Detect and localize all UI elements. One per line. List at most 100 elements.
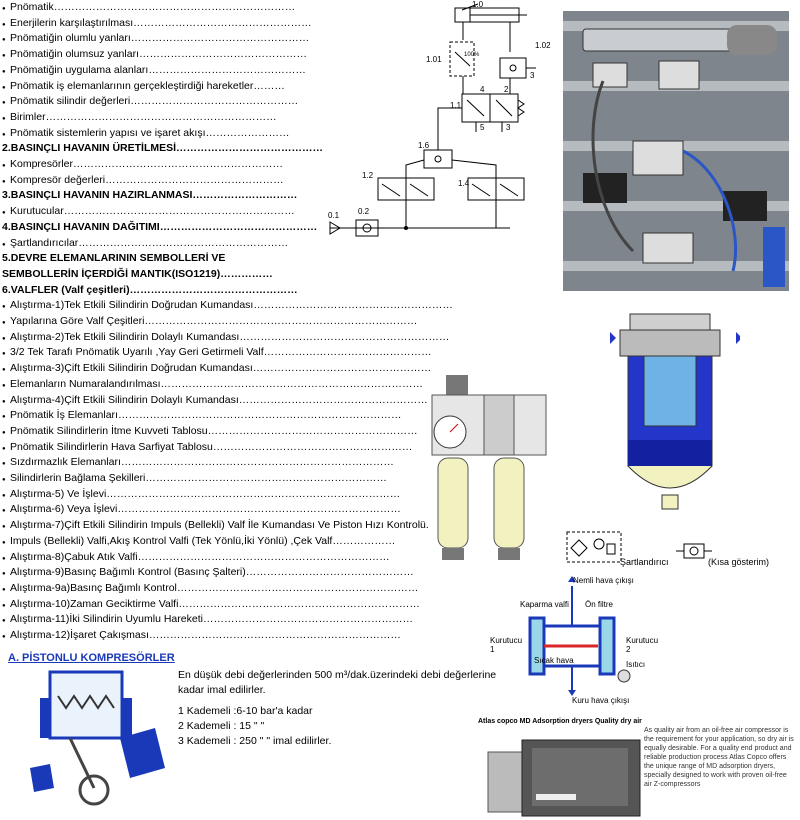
conditioner-symbol	[566, 531, 622, 563]
toc-entry: ● Kompresör değerleri……………………………………………	[2, 173, 284, 188]
toc-entry: SEMBOLLERİN İÇERDİĞİ MANTIK(ISO1219)……………	[2, 267, 273, 282]
toc-entry-text: Pnömatik iş elemanlarının gerçekleştirdi…	[10, 79, 285, 92]
compressor-description: En düşük debi değerlerinden 500 m³/dak.ü…	[178, 668, 496, 749]
filter-cross-section	[600, 313, 740, 510]
port-label: 5	[480, 123, 485, 132]
bullet-icon: ●	[2, 53, 6, 60]
toc-entry-text: Pnömatiğin olumlu yanları…………………………………………	[10, 32, 310, 45]
compressor-intro-2: kadar imal edilirler.	[178, 684, 266, 696]
bullet-icon: ●	[2, 618, 6, 625]
toc-entry: ●Pnömatiğin uygulama alanları………………………………	[2, 63, 306, 78]
bullet-icon: ●	[2, 382, 6, 389]
toc-entry: ●Pnömatik Silindirlerin İtme Kuvveti Tab…	[2, 424, 418, 439]
toc-entry-text: Alıştırma-8)Çabuk Atık Valfi…………………………………	[10, 550, 390, 563]
bullet-icon: ●	[2, 429, 6, 436]
toc-entry-text: Alıştırma-3)Çift Etkili Silindirin Doğru…	[10, 362, 432, 375]
toc-entry: ●Alıştırma-12)İşaret Çakışması……………………………	[2, 628, 401, 643]
bullet-icon: ●	[2, 320, 6, 326]
toc-entry: ●Alıştırma-2)Tek Etkili Silindirin Dolay…	[2, 330, 449, 345]
toc-entry-text: Elemanların Numaralandırılması……………………………	[10, 377, 424, 390]
toc-entry: ● Alıştırma-8)Çabuk Atık Valfi………………………………	[2, 550, 390, 565]
label-0-2: 0.2	[358, 207, 370, 216]
pneumatic-circuit-diagram: 1.0 1.01 1.02 100% 1.1 1.6 1.2 1.4 0.1 0…	[328, 0, 551, 237]
toc-entry-text: Pnömatik sistemlerin yapısı ve işaret ak…	[10, 126, 290, 139]
compressor-stage-3: 3 Kademeli : 250 " " imal edilirler.	[178, 735, 332, 747]
label-1-4: 1.4	[458, 179, 470, 188]
toc-entry-text: Pnömatiğin uygulama alanları…………………………………	[10, 63, 306, 76]
toc-entry-text: Alıştırma-11)İki Silindirin Uyumlu Harek…	[10, 613, 413, 626]
bullet-icon: ●	[2, 115, 6, 122]
toc-entry-text: Kompresör değerleri……………………………………………	[10, 173, 284, 186]
toc-entry: 2.BASINÇLI HAVANIN ÜRETİLMESİ………………………………	[2, 141, 323, 156]
toc-entry-text: Kurutucular…………………………………………………………	[10, 205, 295, 218]
piston-compressor-illustration	[30, 670, 165, 806]
toc-entry: 4.BASINÇLI HAVANIN DAĞITIMI……………………………………	[2, 220, 317, 235]
dryer-2-label: Kurutucu 2	[626, 636, 659, 654]
dryer-wet-outlet: Nemli hava çıkışı	[573, 576, 634, 585]
toc-entry-text: Silindirlerin Bağlama Şekilleri…………………………	[10, 472, 387, 484]
toc-entry: ●Pnömatik Silindirlerin Hava Sarfiyat Ta…	[2, 440, 412, 455]
label-1-2: 1.2	[362, 171, 374, 180]
label-100-percent: 100%	[464, 52, 480, 58]
toc-entry-text: Alıştırma-5) Ve İşlevi…………………………………………………	[10, 487, 401, 500]
hot-air-label: Sıcak hava	[534, 656, 574, 665]
pneumatic-panel-photo	[563, 11, 789, 291]
conditioner-short-label: (Kısa gösterim)	[708, 557, 770, 567]
toc-entry-text: Alıştırma-2)Tek Etkili Silindirin Dolayl…	[10, 330, 450, 343]
toc-entry: ● Pnömatik sistemlerin yapısı ve işaret a…	[2, 126, 290, 141]
toc-entry: ●Şartlandırıcılar……………………………………………………	[2, 236, 288, 251]
bullet-icon: ●	[2, 398, 6, 405]
bullet-icon: ●	[2, 100, 6, 107]
toc-entry: ●Alıştırma-1)Tek Etkili Silindirin Doğru…	[2, 298, 453, 313]
bullet-icon: ●	[2, 178, 6, 185]
port-label: 3	[530, 71, 535, 80]
toc-entry-text: Alıştırma-9)Basınç Bağımlı Kontrol (Bası…	[10, 566, 414, 579]
toc-entry: ●Yapılarına Göre Valf Çeşitleri…………………………	[2, 314, 417, 329]
atlas-copco-dryer-photo	[487, 739, 641, 817]
dryer-1-label: Kurutucu 1	[490, 636, 523, 654]
bullet-icon: ●	[2, 414, 6, 421]
bullet-icon: ●	[2, 304, 6, 311]
toc-entry-text: Alıştırma-4)Çift Etkili Silindirin Dolay…	[10, 393, 428, 406]
toc-entry: ●Pnömatiğin olumlu yanları………………………………………	[2, 31, 309, 46]
toc-entry-text: Pnömatik silindir değerleri……………………………………	[10, 95, 299, 108]
bullet-icon: ●	[2, 131, 6, 138]
toc-entry-text: Sızdırmazlık Elemanları………………………………………………	[10, 456, 394, 469]
bullet-icon: ●	[2, 351, 6, 358]
toc-entry-text: Alıştırma-12)İşaret Çakışması………………………………	[10, 629, 401, 641]
toc-entry: ●3/2 Tek Tarafı Pnömatik Uyarılı ,Yay Ge…	[2, 345, 432, 360]
bullet-icon: ●	[2, 602, 6, 609]
toc-entry-text: Pnömatiğin olumsuz yanları………………………………………	[10, 48, 307, 61]
atlas-copco-title: Atlas copco MD Adsorption dryers Quality…	[478, 718, 642, 725]
toc-entry: ●Pnömatik iş elemanlarının gerçekleştird…	[2, 79, 285, 94]
dryer-prefilter-label: Ön filtre	[585, 600, 614, 609]
toc-entry: ● Alıştırma-5) Ve İşlevi………………………………………………	[2, 487, 400, 502]
conditioner-label: Şartlandırıcı	[620, 557, 669, 567]
toc-entry: ●Alıştırma-9)Basınç Bağımlı Kontrol (Bas…	[2, 565, 414, 580]
bullet-icon: ●	[2, 524, 6, 531]
toc-entry-text: Alıştırma-10)Zaman Geciktirme Valfi………………	[10, 597, 420, 610]
toc-entry: ● Alıştırma-10)Zaman Geciktirme Valfi……………	[2, 597, 420, 612]
label-1-6: 1.6	[418, 141, 430, 150]
bullet-icon: ●	[2, 586, 6, 593]
toc-entry: 6.VALFLER (Valf çeşitleri)………………………………………	[2, 283, 298, 298]
bullet-icon: ●	[2, 163, 6, 169]
toc-entry-text: Kompresörler……………………………………………………	[10, 158, 284, 170]
label-1-0: 1.0	[472, 0, 484, 9]
toc-entry: ● Alıştırma-4)Çift Etkili Silindirin Dola…	[2, 393, 428, 408]
toc-entry-text: Birimler…………………………………………………………	[10, 110, 277, 123]
bullet-icon: ●	[2, 539, 6, 546]
toc-entry: ●Pnömatik İş Elemanları………………………………………………	[2, 408, 401, 423]
toc-entry-text: Enerjilerin karşılaştırılması………………………………	[10, 16, 312, 29]
toc-entry: ●Kurutucular…………………………………………………………	[2, 204, 295, 219]
toc-entry: ● Elemanların Numaralandırılması…………………………	[2, 377, 423, 392]
conditioner-short-symbol	[676, 543, 712, 559]
bullet-icon: ●	[2, 445, 6, 452]
bullet-icon: ●	[2, 555, 6, 562]
dryer-valve-label: Kaparma valfi	[520, 600, 569, 609]
toc-entry: ●Silindirlerin Bağlama Şekilleri………………………	[2, 471, 387, 486]
toc-entry: ● Alıştırma-9a)Basınç Bağımlı Kontrol……………	[2, 581, 418, 596]
bullet-icon: ●	[2, 6, 6, 12]
bullet-icon: ●	[2, 492, 6, 499]
toc-entry-text: Alıştırma-9a)Basınç Bağımlı Kontrol………………	[10, 581, 419, 594]
